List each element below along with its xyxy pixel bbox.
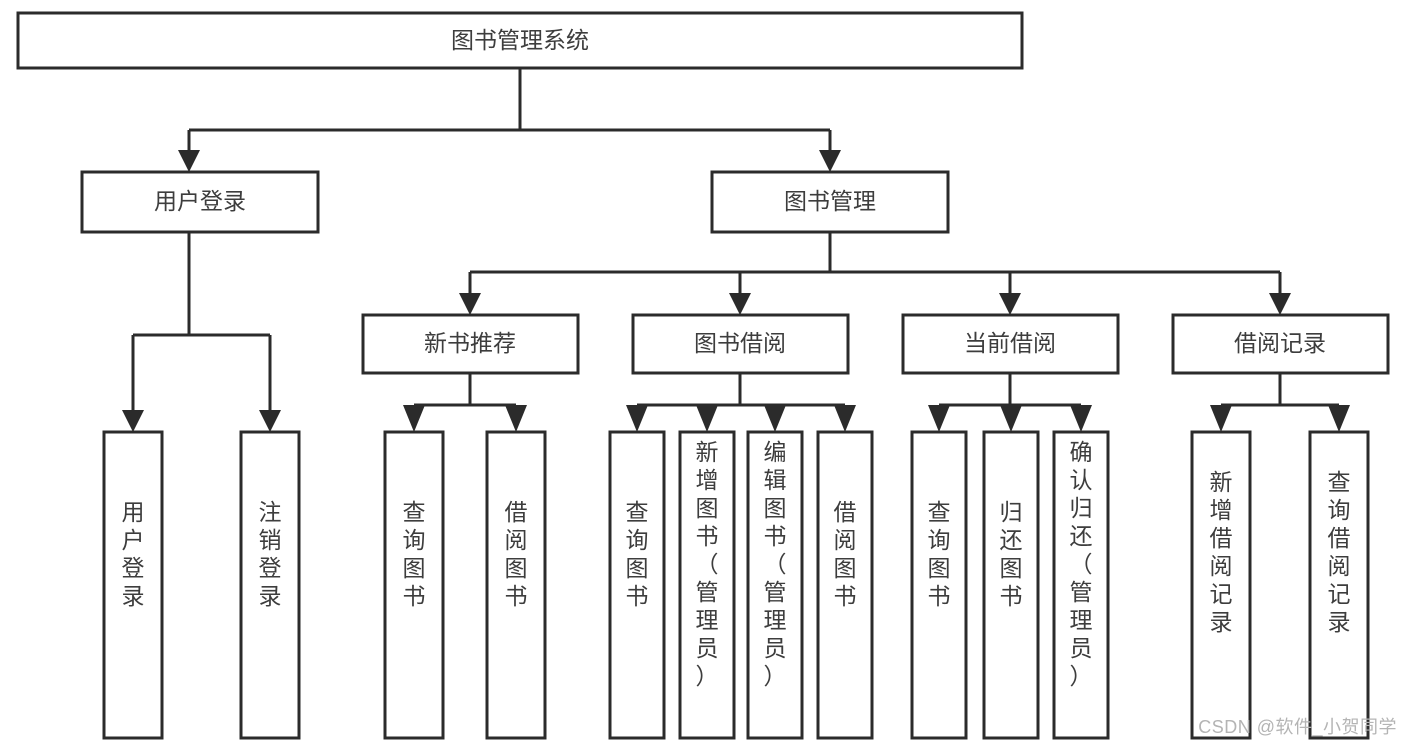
node-leaf-borrow-book-1[interactable]: 借阅图书 [485, 430, 547, 740]
node-leaf-user-login[interactable]: 用户登录 [102, 430, 164, 740]
arrow-head-leaf-edit-book [764, 405, 786, 432]
node-leaf-query-record[interactable]: 查询借阅记录 [1308, 430, 1370, 740]
arrow-head-leaf-logout [259, 410, 281, 432]
node-leaf-add-record-box[interactable] [1190, 430, 1252, 740]
node-leaf-query-book-1-label: 查询图书 [403, 499, 426, 609]
arrow-head-leaf-query-record [1328, 405, 1350, 432]
node-user-login-box[interactable] [80, 170, 320, 234]
node-leaf-query-book-3-box[interactable] [910, 430, 968, 740]
connector-group-book-borrow [626, 373, 856, 432]
node-book-borrow-label: 图书借阅 [694, 330, 786, 356]
arrow-head-leaf-user-login [122, 410, 144, 432]
node-root-box[interactable] [16, 11, 1024, 70]
arrow-head-leaf-confirm-return [1070, 405, 1092, 432]
node-leaf-query-book-2-label: 查询图书 [626, 499, 649, 609]
node-leaf-borrow-book-1-label: 借阅图书 [505, 499, 528, 609]
arrow-head-borrow-record [1269, 293, 1291, 315]
node-leaf-return-book-label: 归还图书 [1000, 499, 1023, 609]
arrow-head-leaf-borrow-book-2 [834, 405, 856, 432]
node-leaf-borrow-book-2[interactable]: 借阅图书 [816, 430, 874, 740]
node-borrow-record-box[interactable] [1171, 313, 1390, 375]
arrow-head-user-login [178, 150, 200, 172]
node-root[interactable]: 图书管理系统 [16, 11, 1024, 70]
node-current-borrow-box[interactable] [901, 313, 1120, 375]
node-user-login[interactable]: 用户登录 [80, 170, 320, 234]
node-leaf-add-book-label: 新增图书（管理员） [696, 439, 719, 689]
arrow-head-book-borrow [729, 293, 751, 315]
node-borrow-record-label: 借阅记录 [1234, 330, 1326, 356]
node-book-manage-box[interactable] [710, 170, 950, 234]
node-leaf-edit-book-box[interactable] [746, 430, 804, 740]
node-leaf-return-book[interactable]: 归还图书 [982, 430, 1040, 740]
node-leaf-query-book-2-box[interactable] [608, 430, 666, 740]
node-new-book-recommend-box[interactable] [361, 313, 580, 375]
arrow-head-current-borrow [999, 293, 1021, 315]
node-leaf-query-book-2[interactable]: 查询图书 [608, 430, 666, 740]
node-borrow-record[interactable]: 借阅记录 [1171, 313, 1390, 375]
arrow-head-leaf-add-book [696, 405, 718, 432]
connector-group-book-manage [459, 232, 1291, 315]
node-book-manage-label: 图书管理 [784, 188, 876, 214]
node-leaf-query-record-box[interactable] [1308, 430, 1370, 740]
node-leaf-user-login-label: 用户登录 [122, 499, 145, 609]
node-root-label: 图书管理系统 [451, 27, 589, 53]
node-leaf-confirm-return-label: 确认归还（管理员） [1070, 439, 1093, 689]
node-leaf-query-book-3-label: 查询图书 [928, 499, 951, 609]
node-leaf-add-record-label: 新增借阅记录 [1210, 469, 1233, 635]
arrow-head-leaf-query-book-3 [928, 405, 950, 432]
node-leaf-borrow-book-2-label: 借阅图书 [834, 499, 857, 609]
node-current-borrow[interactable]: 当前借阅 [901, 313, 1120, 375]
node-new-book-recommend[interactable]: 新书推荐 [361, 313, 580, 375]
arrow-head-leaf-add-record [1210, 405, 1232, 432]
arrow-head-book-manage [819, 150, 841, 172]
node-leaf-logout[interactable]: 注销登录 [239, 430, 301, 740]
node-leaf-add-book[interactable]: 新增图书（管理员） [678, 430, 736, 740]
node-leaf-borrow-book-2-box[interactable] [816, 430, 874, 740]
node-current-borrow-label: 当前借阅 [964, 330, 1056, 356]
connector-group-borrow-record [1210, 373, 1350, 432]
node-leaf-confirm-return-box[interactable] [1052, 430, 1110, 740]
node-leaf-add-book-box[interactable] [678, 430, 736, 740]
arrow-head-leaf-query-book-1 [403, 405, 425, 432]
arrow-head-new-book-recommend [459, 293, 481, 315]
node-leaf-confirm-return[interactable]: 确认归还（管理员） [1052, 430, 1110, 740]
node-leaf-logout-box[interactable] [239, 430, 301, 740]
node-leaf-return-book-box[interactable] [982, 430, 1040, 740]
node-leaf-user-login-box[interactable] [102, 430, 164, 740]
node-leaf-query-book-1[interactable]: 查询图书 [383, 430, 445, 740]
arrow-head-leaf-borrow-book-1 [505, 405, 527, 432]
node-book-borrow-box[interactable] [631, 313, 850, 375]
node-book-manage[interactable]: 图书管理 [710, 170, 950, 234]
connector-group-current-borrow [928, 373, 1092, 432]
connector-group-new-book-recommend [403, 373, 527, 432]
node-leaf-borrow-book-1-box[interactable] [485, 430, 547, 740]
node-leaf-add-record[interactable]: 新增借阅记录 [1190, 430, 1252, 740]
node-leaf-edit-book-label: 编辑图书（管理员） [764, 439, 787, 689]
node-leaf-logout-label: 注销登录 [259, 499, 282, 609]
node-leaf-edit-book[interactable]: 编辑图书（管理员） [746, 430, 804, 740]
node-user-login-label: 用户登录 [154, 188, 246, 214]
arrow-head-leaf-return-book [1000, 405, 1022, 432]
connector-group-root [178, 68, 841, 172]
node-book-borrow[interactable]: 图书借阅 [631, 313, 850, 375]
node-new-book-recommend-label: 新书推荐 [424, 330, 516, 356]
node-leaf-query-book-3[interactable]: 查询图书 [910, 430, 968, 740]
arrow-head-leaf-query-book-2 [626, 405, 648, 432]
connector-group-user-login [122, 232, 281, 432]
node-leaf-query-book-1-box[interactable] [383, 430, 445, 740]
node-leaf-query-record-label: 查询借阅记录 [1328, 469, 1351, 635]
